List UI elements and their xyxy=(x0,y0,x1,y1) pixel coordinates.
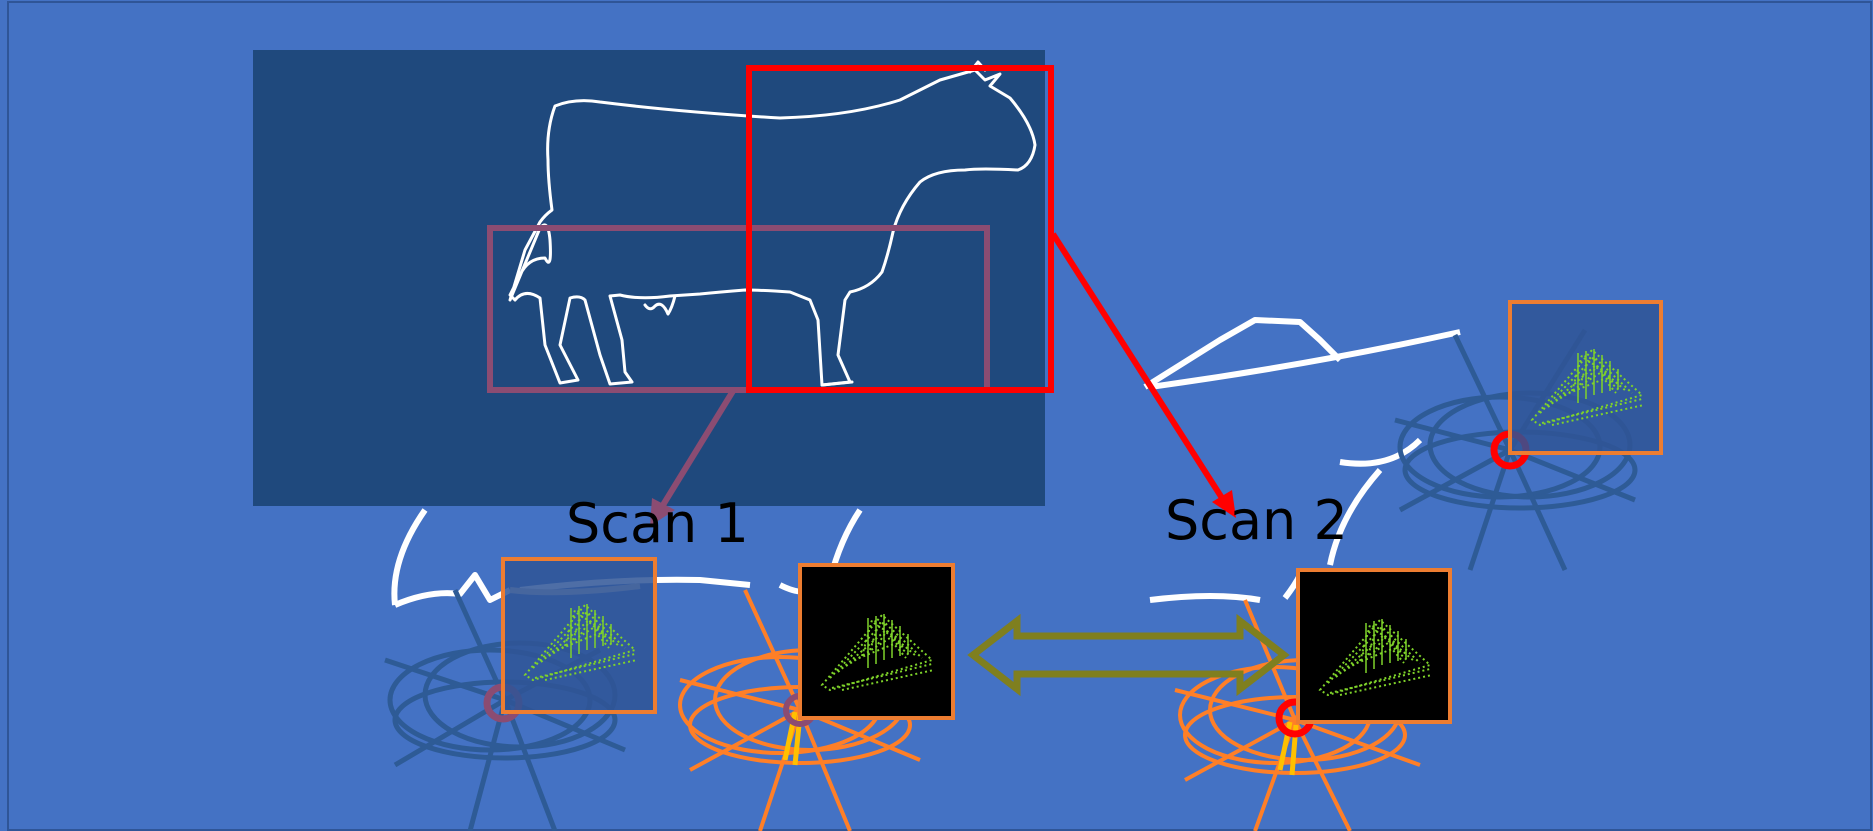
scan1-region-box xyxy=(487,225,990,393)
cow-image-panel xyxy=(253,50,1045,506)
scan2-arrow-head xyxy=(1212,490,1236,518)
scan2-region-box xyxy=(746,65,1054,393)
point-cloud-thumb-scan2 xyxy=(1296,568,1452,724)
scan1-arrow xyxy=(660,389,736,507)
point-cloud-thumb-top-right xyxy=(1508,300,1663,455)
point-cloud-thumb-middle xyxy=(798,563,955,720)
frame-border xyxy=(7,1,1872,831)
scan2-label: Scan 2 xyxy=(1165,489,1348,552)
scan1-arrow-head xyxy=(650,498,675,526)
double-arrow-icon xyxy=(967,613,1290,697)
scan2-arrow xyxy=(1050,232,1225,500)
scan1-label: Scan 1 xyxy=(566,492,749,555)
point-cloud-thumb-scan1 xyxy=(501,557,657,714)
